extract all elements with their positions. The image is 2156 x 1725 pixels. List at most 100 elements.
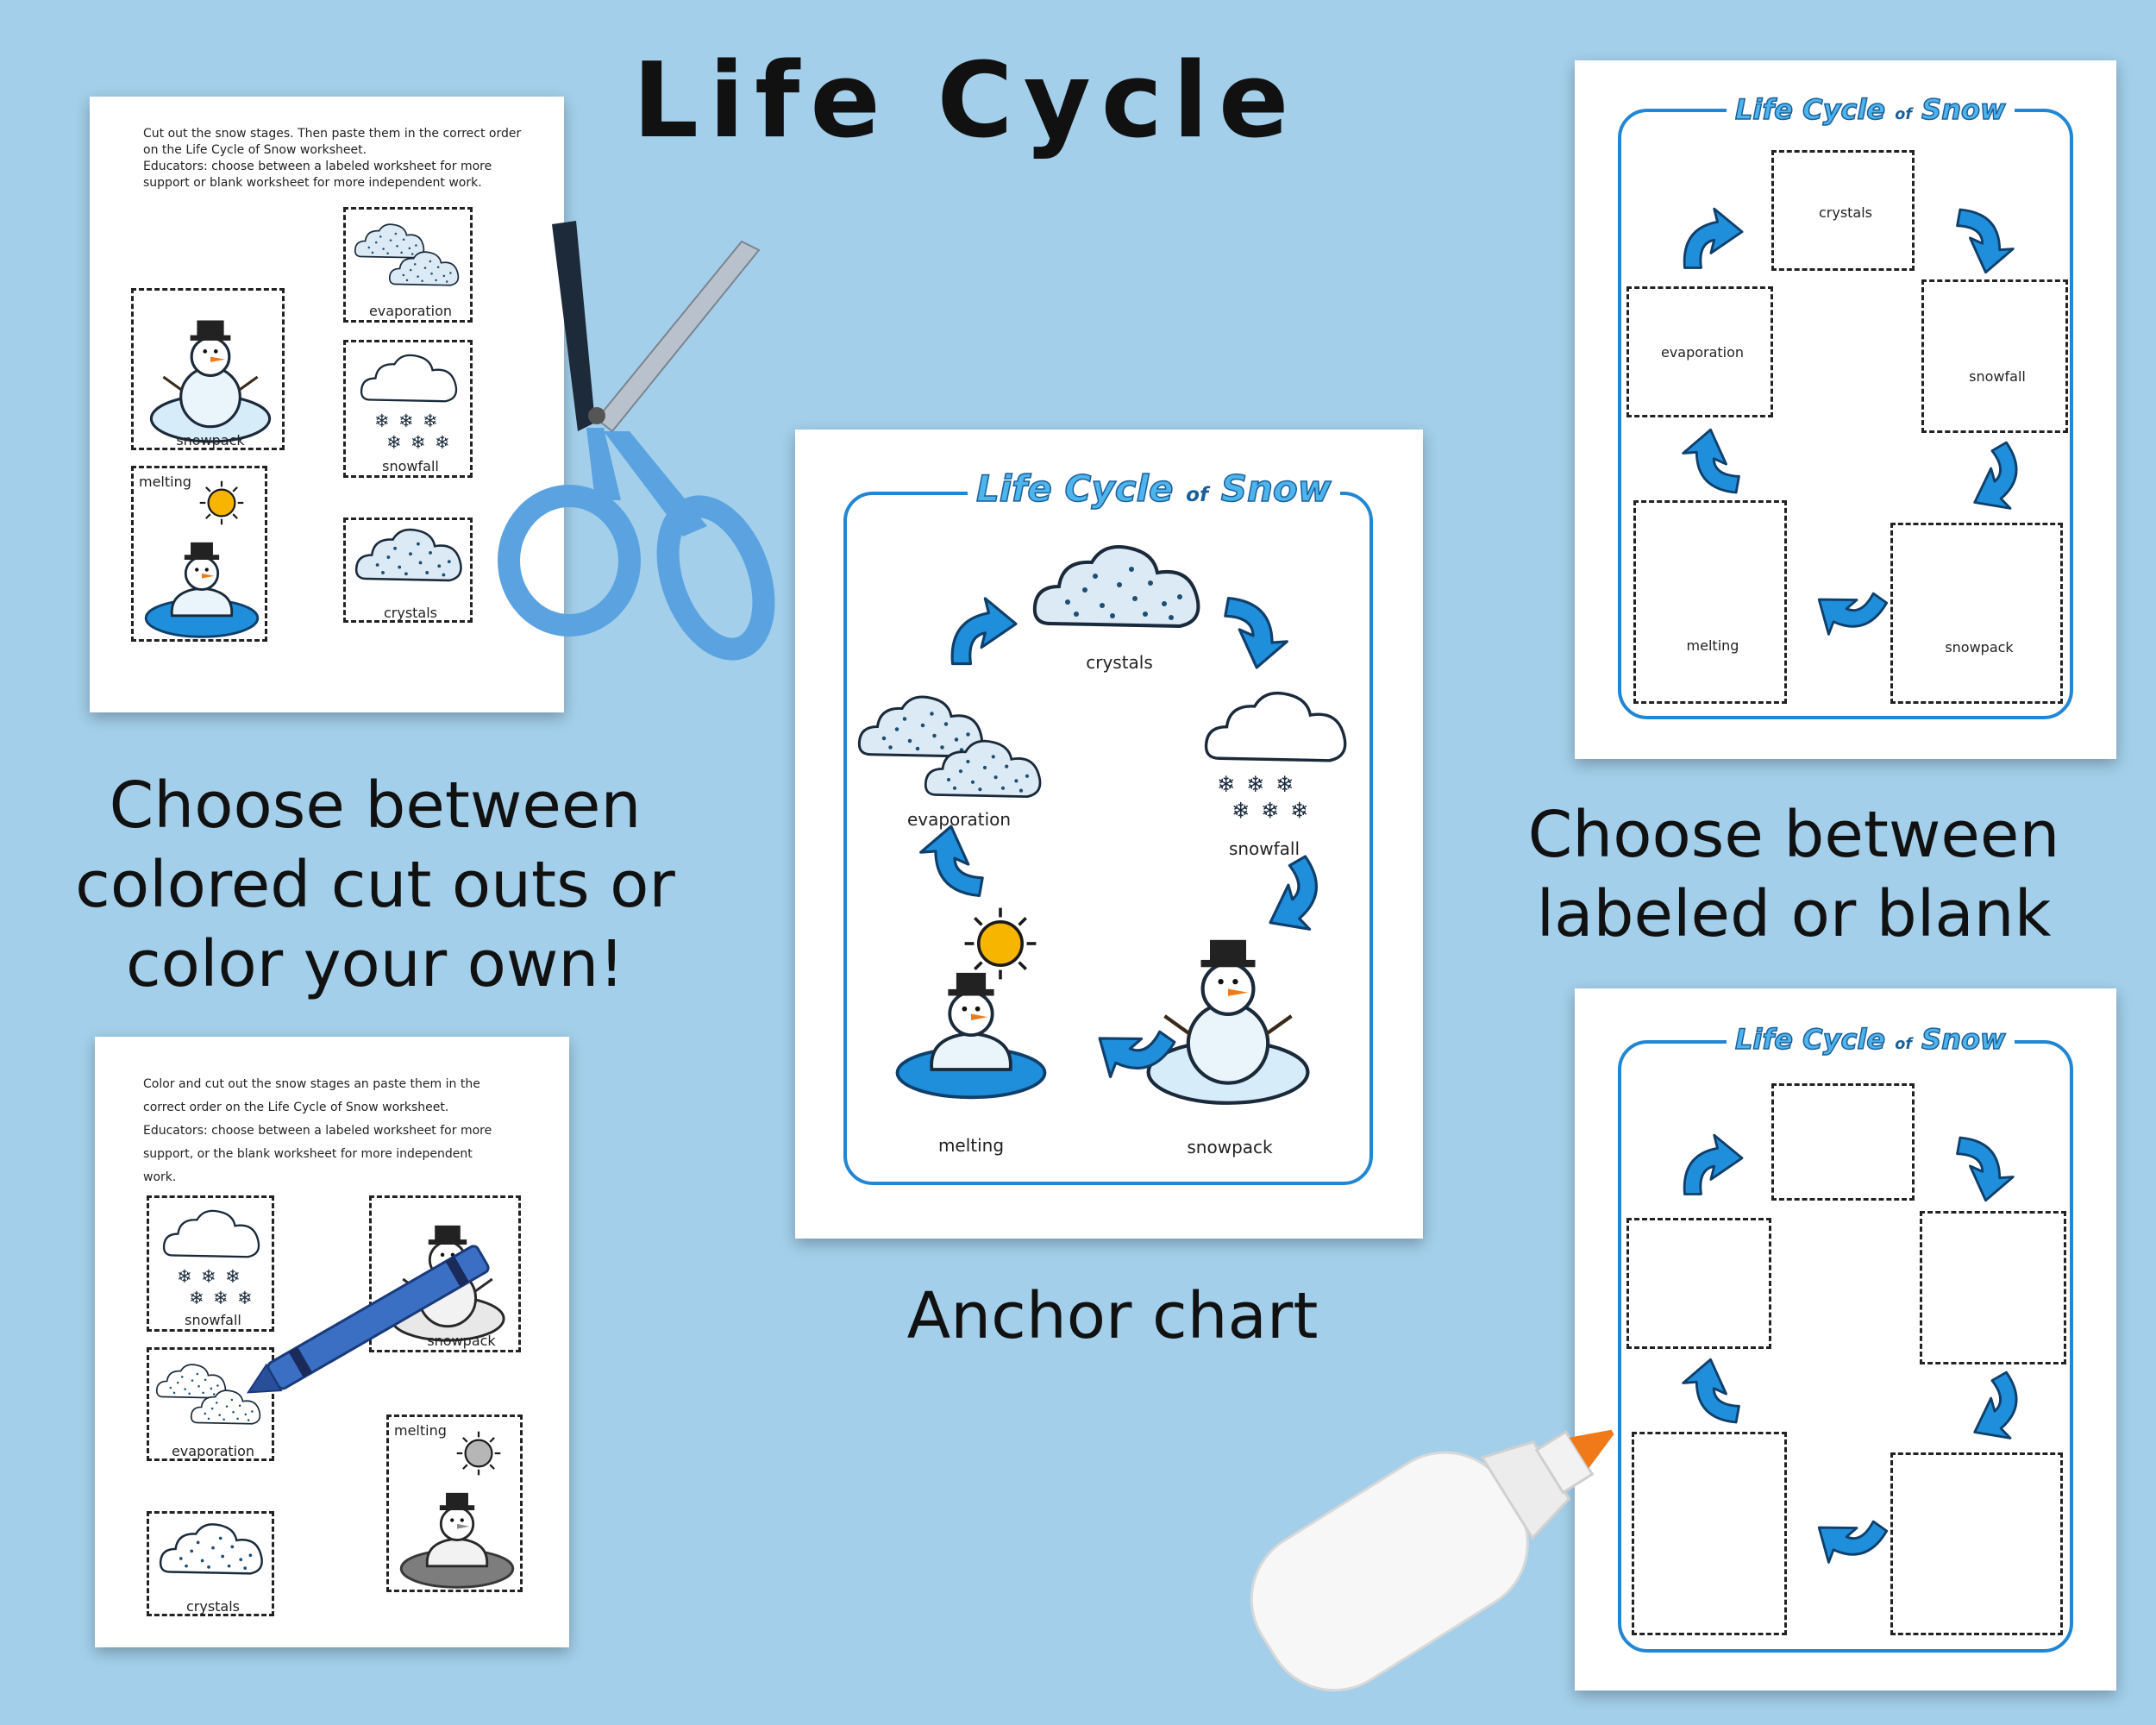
instruction-line: on the Life Cycle of Snow worksheet. [143,143,367,157]
arrow-icon [950,597,1018,666]
main-title: Life Cycle [632,41,1300,161]
blank-worksheet-title: Life Cycle of Snow [1727,1022,2015,1057]
arrow-icon [1677,1354,1748,1424]
labeled-worksheet-arrows [1677,207,2038,653]
cutout-snowfall: snowfall [343,340,473,478]
labeled-worksheet-sheet: Life Cycle of Snow crystals evaporation … [1575,60,2116,759]
labeled-box-crystals: crystals [1771,150,1915,271]
snowman-icon [1149,940,1308,1103]
title-part: of [1895,106,1912,123]
labeled-box-evaporation: evaporation [1626,286,1773,417]
caption-right-line: labeled or blank [1536,877,2052,951]
blank-box-left [1626,1218,1771,1349]
anchor-chart-sheet: Life Cycle of Snow crystals evaporation … [795,430,1423,1239]
title-part: Snow [1921,92,2006,127]
title-part: Snow [1220,467,1332,511]
glue-bottle-icon [1250,1429,1614,1692]
cutout-snowpack: snowpack [131,288,285,450]
blank-box-bottom-right [1890,1452,2063,1635]
arrow-icon [1955,441,2038,524]
arrow-icon [1804,1496,1889,1581]
arrow-icon [1683,1133,1744,1195]
bw-label-crystals: crystals [185,1598,241,1615]
title-part: Life Cycle [1734,1022,1886,1057]
bw-cutout-crystals: crystals [147,1511,274,1616]
labeled-worksheet-title: Life Cycle of Snow [1727,92,2015,127]
instruction-line: Cut out the snow stages. Then paste them… [143,127,522,141]
ws-label-crystals: crystals [1818,204,1873,221]
title-part: Snow [1921,1022,2006,1057]
bw-melting-icon [399,1430,515,1589]
caption-left-line: Choose between [109,768,642,843]
arrow-icon [1948,208,2020,278]
title-part: of [1895,1036,1912,1053]
crayon-icon [246,1245,490,1394]
evaporation-clouds-icon [857,695,1042,798]
instruction-line: Color and cut out the snow stages an pas… [143,1077,480,1091]
labeled-box-melting: melting [1633,500,1787,704]
cutout-melting: melting [131,466,267,642]
instruction-line: Educators: choose between a labeled work… [143,1124,492,1138]
snowfall-cloud-icon [1204,691,1347,825]
scissors-icon [498,221,775,661]
blank-worksheet-sheet: Life Cycle of Snow [1575,988,2116,1690]
labeled-box-snowpack: snowpack [1890,523,2063,704]
bw-cutout-snowfall: snowfall [147,1195,274,1332]
cutout-evaporation: evaporation [343,207,473,323]
label-evaporation: evaporation [368,303,453,319]
crystals-cloud-icon [1032,545,1200,628]
ws-label-melting: melting [1686,637,1739,654]
arrow-icon [1683,207,1744,269]
arrow-icon [1948,1136,2020,1206]
cutout-instructions: Cut out the snow stages. Then paste them… [143,126,548,191]
bw-cutout-evaporation: evaporation [147,1347,274,1461]
arrow-icon [1955,1371,2038,1453]
bw-cutout-melting: melting [386,1414,523,1592]
instruction-line: correct order on the Life Cycle of Snow … [143,1101,449,1114]
anchor-label-snowpack: snowpack [1187,1137,1273,1157]
instruction-line: work. [143,1170,177,1184]
arrow-icon [1249,855,1340,946]
anchor-label-evaporation: evaporation [906,809,1012,830]
bw-label-evaporation: evaporation [171,1443,255,1459]
ws-label-snowpack: snowpack [1945,639,2014,656]
bw-label-snowfall: snowfall [185,1312,241,1328]
blank-box-bottom-left [1632,1432,1787,1635]
anchor-label-melting: melting [937,1135,1005,1156]
arrow-icon [1677,424,1748,494]
anchor-label-snowfall: snowfall [1228,838,1300,859]
label-snowfall: snowfall [382,458,439,474]
colored-cutouts-sheet: Cut out the snow stages. Then paste them… [90,97,564,712]
anchor-chart-title: Life Cycle of Snow [968,467,1340,511]
label-melting: melting [139,474,191,490]
sun-icon [962,906,1038,982]
cutout-crystals: crystals [343,518,473,623]
bw-label-snowpack: snowpack [427,1333,496,1349]
title-part: Life Cycle [1734,92,1886,127]
caption-center: Anchor chart [906,1279,1319,1353]
instruction-line: support or blank worksheet for more inde… [143,176,482,190]
bw-label-melting: melting [394,1422,447,1439]
anchor-label-crystals: crystals [1086,652,1153,673]
labeled-box-snowfall: snowfall [1921,279,2068,433]
anchor-chart-graphics [857,545,1347,1239]
bw-instructions: Color and cut out the snow stages an pas… [143,1073,548,1189]
title-part: Life Cycle [975,467,1174,511]
snowman-icon [149,318,272,443]
melting-snowman-icon [144,480,260,638]
arrow-icon [913,820,992,898]
arrow-icon [1804,568,1889,653]
ws-label-snowfall: snowfall [1969,368,2026,385]
label-snowpack: snowpack [176,432,245,448]
caption-left: Choose between colored cut outs or color… [17,766,733,1004]
title-part: of [1186,484,1209,506]
instruction-line: Educators: choose between a labeled work… [143,160,492,173]
caption-left-line: colored cut outs or [75,848,675,922]
bw-cutout-snowpack: snowpack [369,1195,521,1352]
instruction-line: support, or the blank worksheet for more… [143,1147,473,1161]
caption-right: Choose between labeled or blank [1466,795,2122,954]
caption-left-line: color your own! [125,927,625,1001]
caption-right-line: Choose between [1527,798,2060,872]
ws-label-evaporation: evaporation [1660,344,1745,361]
arrow-icon [1216,596,1294,674]
